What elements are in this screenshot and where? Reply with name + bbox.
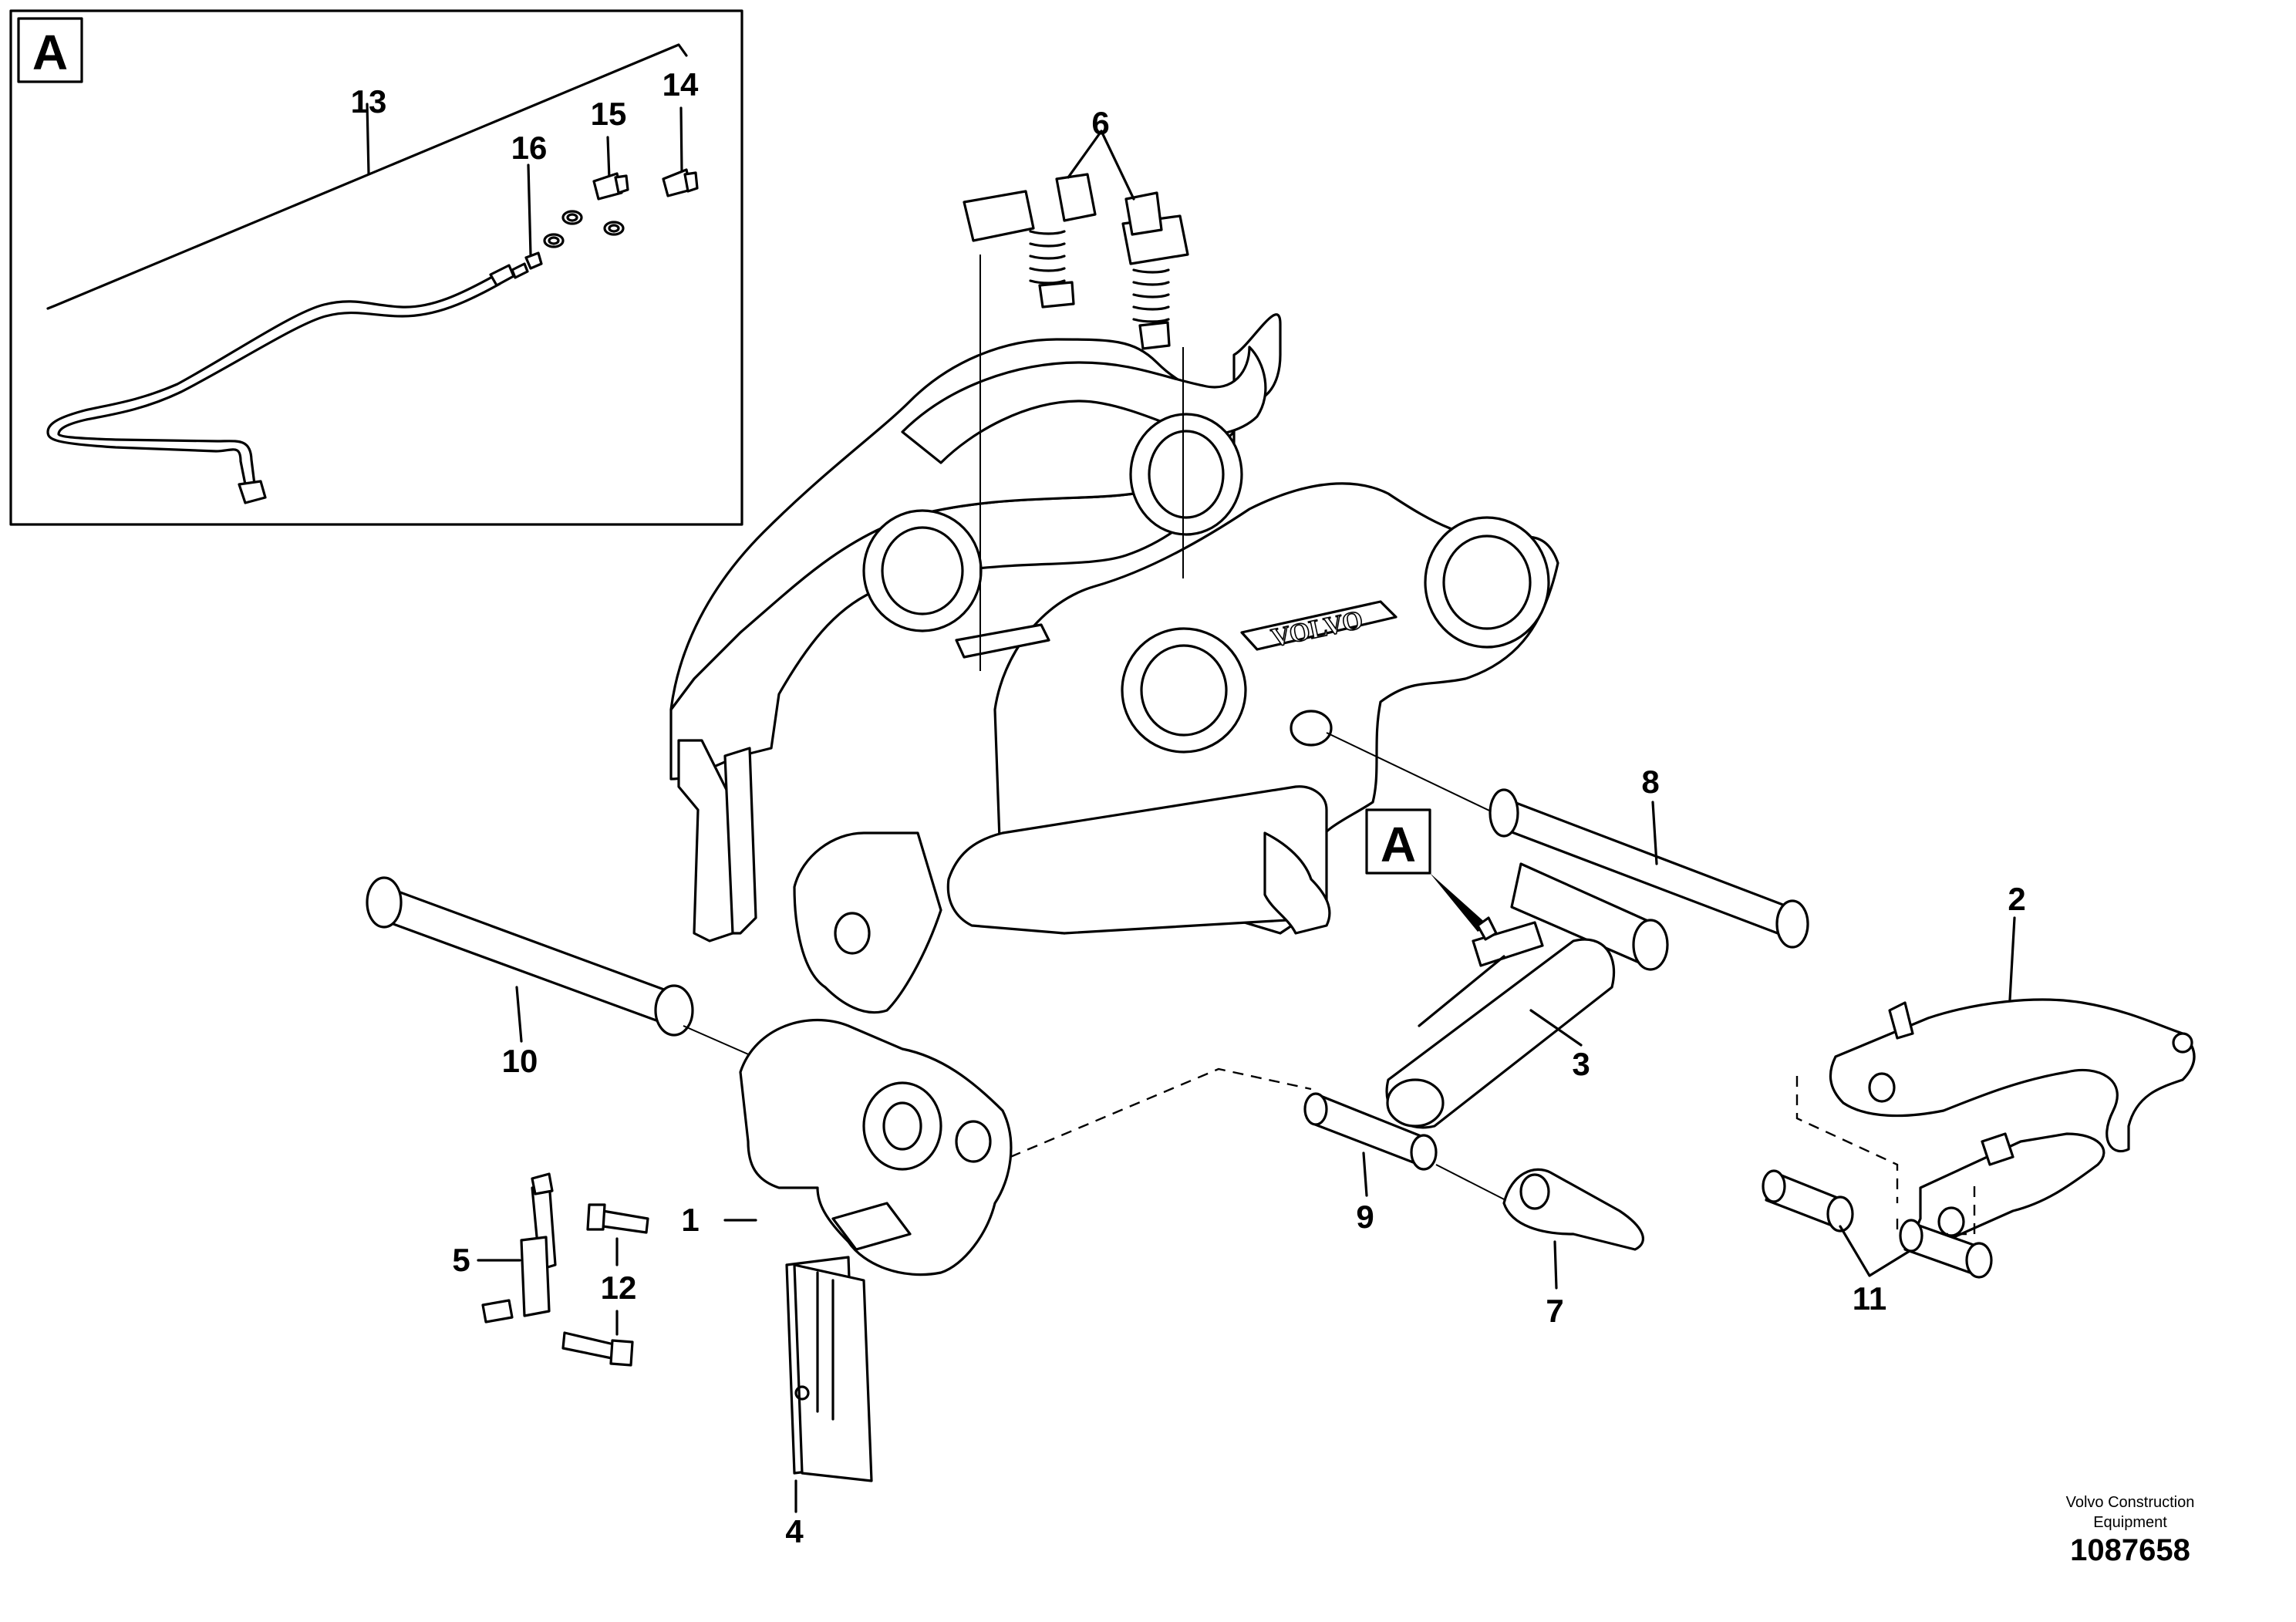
label-6: 6 xyxy=(1091,105,1109,141)
part-10-pin: 10 xyxy=(366,876,772,1079)
label-11: 11 xyxy=(1853,1280,1886,1317)
label-3: 3 xyxy=(1572,1046,1590,1082)
drawing-number: 1087658 xyxy=(2070,1533,2190,1567)
part-8-pin: 8 xyxy=(1326,732,1809,949)
part-4-lock-plate: 4 xyxy=(785,1256,873,1549)
part-12-bolts: 12 xyxy=(561,1203,649,1367)
label-1: 1 xyxy=(681,1202,699,1238)
inset-a-letter: A xyxy=(32,25,68,80)
part-5-gas-spring: 5 xyxy=(452,1172,557,1324)
part-9-pin: 9 xyxy=(1303,1092,1512,1235)
footer-brand-line1: Volvo Construction xyxy=(2065,1494,2195,1511)
callout-a-letter: A xyxy=(1381,817,1416,872)
label-7: 7 xyxy=(1546,1293,1563,1329)
part-1-lock-block: 1 xyxy=(681,1019,1312,1276)
label-5: 5 xyxy=(452,1242,470,1278)
part-11-pins: 11 xyxy=(1762,1169,1993,1317)
inset-a: A 13 16 15 14 xyxy=(9,9,743,526)
part-2-hook: 2 xyxy=(1795,881,2196,1246)
label-8: 8 xyxy=(1641,764,1659,800)
label-15: 15 xyxy=(591,96,627,132)
part-3-cylinder: A 3 xyxy=(1365,808,1669,1129)
footer-brand-line2: Equipment xyxy=(2093,1514,2167,1531)
label-13: 13 xyxy=(351,83,387,120)
label-12: 12 xyxy=(601,1270,637,1306)
part-6-spring-assemblies: 6 xyxy=(963,105,1189,671)
label-4: 4 xyxy=(785,1513,804,1549)
label-16: 16 xyxy=(511,130,548,166)
footer-brand: Volvo Construction Equipment xyxy=(2038,1492,2223,1533)
part-7-catch: 7 xyxy=(1502,1168,1644,1329)
label-10: 10 xyxy=(502,1043,538,1079)
label-2: 2 xyxy=(2008,881,2025,917)
label-14: 14 xyxy=(663,66,699,103)
label-9: 9 xyxy=(1356,1199,1374,1235)
coupler-frame: VOLVO xyxy=(669,313,1559,1014)
